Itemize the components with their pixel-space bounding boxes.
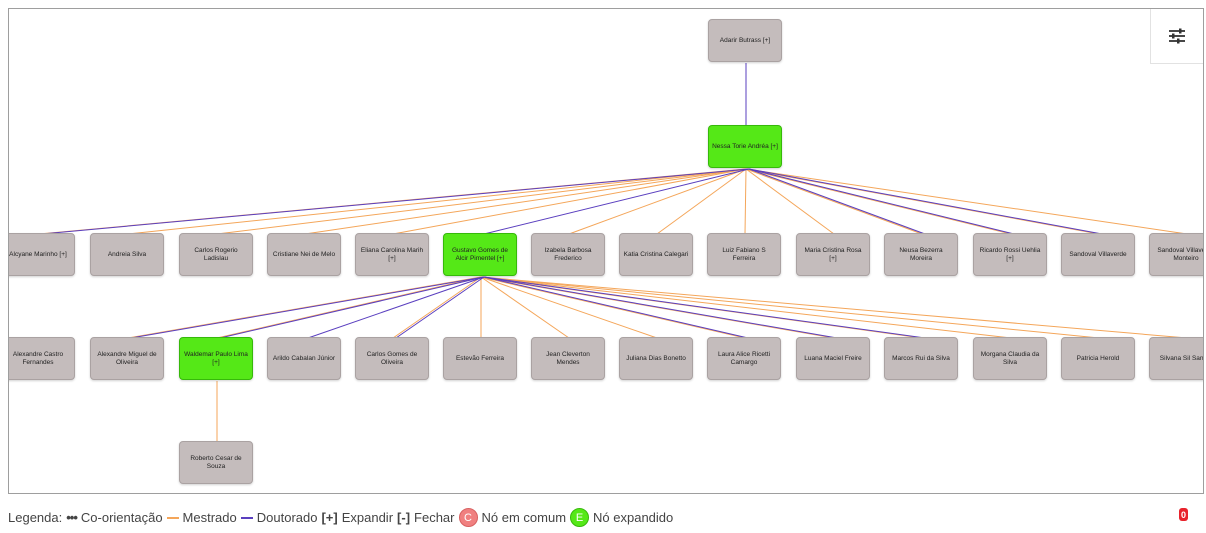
node-marcos[interactable]: Marcos Rui da Silva: [884, 337, 958, 380]
node-andreia[interactable]: Andreia Silva: [90, 233, 164, 276]
node-maria-cristina[interactable]: Maria Cristina Rosa [+]: [796, 233, 870, 276]
edge-gustavo-morgana: [480, 276, 1012, 339]
edge-nessa-sandoval: [745, 168, 1100, 235]
node-adair[interactable]: Adarir Butrass [+]: [708, 19, 782, 62]
edge-nessa-andreia: [127, 168, 747, 235]
edge-gustavo-juliana: [480, 276, 658, 339]
legend-doutorado: Doutorado: [256, 510, 318, 525]
edge-gustavo-laura: [480, 276, 746, 339]
node-alexandre[interactable]: Alexandre Castro Fernandes: [9, 337, 75, 380]
node-jean[interactable]: Jean Cleverton Mendes: [531, 337, 605, 380]
node-ricardo[interactable]: Ricardo Rossi Uehlia [+]: [973, 233, 1047, 276]
edge-nessa-ricardo-phd: [748, 168, 1015, 235]
edge-nessa-alcyane-phd: [41, 168, 750, 235]
edge-nessa-ricardo: [745, 168, 1012, 235]
edge-gustavo-jean: [480, 276, 570, 339]
node-patricia[interactable]: Patricia Herold: [1061, 337, 1135, 380]
common-node-badge: C: [458, 508, 478, 527]
edge-nessa-eliana: [392, 168, 747, 235]
node-alexandre-miguel[interactable]: Alexandre Miguel de Oliveira: [90, 337, 164, 380]
legend-no-expandido: Nó expandido: [593, 510, 674, 525]
edge-gustavo-alexandre-miguel-phd: [130, 276, 485, 339]
edge-nessa-neusa-phd: [748, 168, 926, 235]
edge-nessa-katia: [656, 168, 747, 235]
sliders-icon: [1169, 28, 1185, 44]
edge-gustavo-luana: [480, 276, 835, 339]
node-juliana[interactable]: Juliana Dias Bonetto: [619, 337, 693, 380]
node-eliana[interactable]: Eliana Carolina Marih [+]: [355, 233, 429, 276]
error-indicator[interactable]: 0: [1179, 508, 1188, 521]
node-sandoval-monteiro[interactable]: Sandoval Villaverde Monteiro: [1149, 233, 1203, 276]
edge-nessa-izabela: [568, 168, 747, 235]
edge-gustavo-arildo-phd: [307, 276, 485, 339]
doutorado-line-icon: [240, 516, 253, 519]
edge-gustavo-alexandre-miguel: [127, 276, 482, 339]
legend: Legenda: ••• Co-orientação Mestrado Dout…: [8, 508, 673, 527]
node-nessa[interactable]: Nessa Torie Andréa [+]: [708, 125, 782, 168]
legend-mestrado: Mestrado: [182, 510, 237, 525]
edge-nessa-luiz-fabiano: [744, 168, 747, 235]
node-carlos-rogerio[interactable]: Carlos Rogerio Ladislau: [179, 233, 253, 276]
legend-title: Legenda:: [8, 510, 63, 525]
edge-gustavo-marcos-phd: [483, 276, 926, 339]
edge-gustavo-carlos-gomes: [392, 276, 482, 339]
edge-gustavo-waldemar-phd: [219, 276, 485, 339]
graph-settings-button[interactable]: [1150, 9, 1203, 64]
node-roberto[interactable]: Roberto Cesar de Souza: [179, 441, 253, 484]
node-morgana[interactable]: Morgana Claudia da Silva: [973, 337, 1047, 380]
legend-expandir: Expandir: [341, 510, 394, 525]
node-sandoval[interactable]: Sandoval Villaverde: [1061, 233, 1135, 276]
edge-nessa-maria-cristina: [745, 168, 835, 235]
node-izabela[interactable]: Izabela Barbosa Frederico: [531, 233, 605, 276]
legend-fechar: Fechar: [414, 510, 455, 525]
expanded-node-badge: E: [570, 508, 590, 527]
edge-gustavo-waldemar: [216, 276, 482, 339]
node-waldemar[interactable]: Waldemar Paulo Lima [+]: [179, 337, 253, 380]
node-luana[interactable]: Luana Maciel Freire: [796, 337, 870, 380]
edge-gustavo-silvana: [480, 276, 1188, 339]
collapse-symbol: [-]: [397, 510, 411, 525]
node-carlos-gomes[interactable]: Carlos Gomes de Oliveira: [355, 337, 429, 380]
edge-gustavo-patricia: [480, 276, 1100, 339]
edge-nessa-sandoval-monteiro: [745, 168, 1188, 235]
edge-nessa-neusa: [745, 168, 923, 235]
graph-edges: [38, 63, 1188, 442]
edge-nessa-cristiane: [304, 168, 747, 235]
node-cristiane[interactable]: Cristiane Nei de Melo: [267, 233, 341, 276]
graph-viewport[interactable]: Adarir Butrass [+] Nessa Torie Andréa [+…: [8, 8, 1204, 494]
co-orientacao-dots-icon: •••: [66, 510, 78, 525]
edge-gustavo-luana-phd: [483, 276, 838, 339]
node-neusa[interactable]: Neusa Bezerra Moreira: [884, 233, 958, 276]
node-luiz-fabiano[interactable]: Luiz Fabiano S Ferreira: [707, 233, 781, 276]
edge-gustavo-laura-phd: [483, 276, 749, 339]
legend-no-em-comum: Nó em comum: [481, 510, 567, 525]
edge-gustavo-carlos-gomes-phd: [395, 276, 485, 339]
node-katia[interactable]: Katia Cristina Calegari: [619, 233, 693, 276]
node-laura[interactable]: Laura Alice Ricetti Camargo: [707, 337, 781, 380]
node-alcyane[interactable]: Alcyane Marinho [+]: [9, 233, 75, 276]
node-silvana[interactable]: Silvana Sil Santos: [1149, 337, 1203, 380]
expand-symbol: [+]: [321, 510, 338, 525]
node-gustavo[interactable]: Gustavo Gomes de Alcir Pimentel [+]: [443, 233, 517, 276]
node-arildo[interactable]: Arildo Cabalan Júnior: [267, 337, 341, 380]
edge-nessa-sandoval-phd: [748, 168, 1103, 235]
mestrado-line-icon: [166, 516, 179, 519]
node-estevao[interactable]: Estevão Ferreira: [443, 337, 517, 380]
edge-nessa-carlos-rogerio: [216, 168, 747, 235]
legend-co-orientacao: Co-orientação: [80, 510, 163, 525]
edge-nessa-gustavo-phd: [483, 168, 750, 235]
